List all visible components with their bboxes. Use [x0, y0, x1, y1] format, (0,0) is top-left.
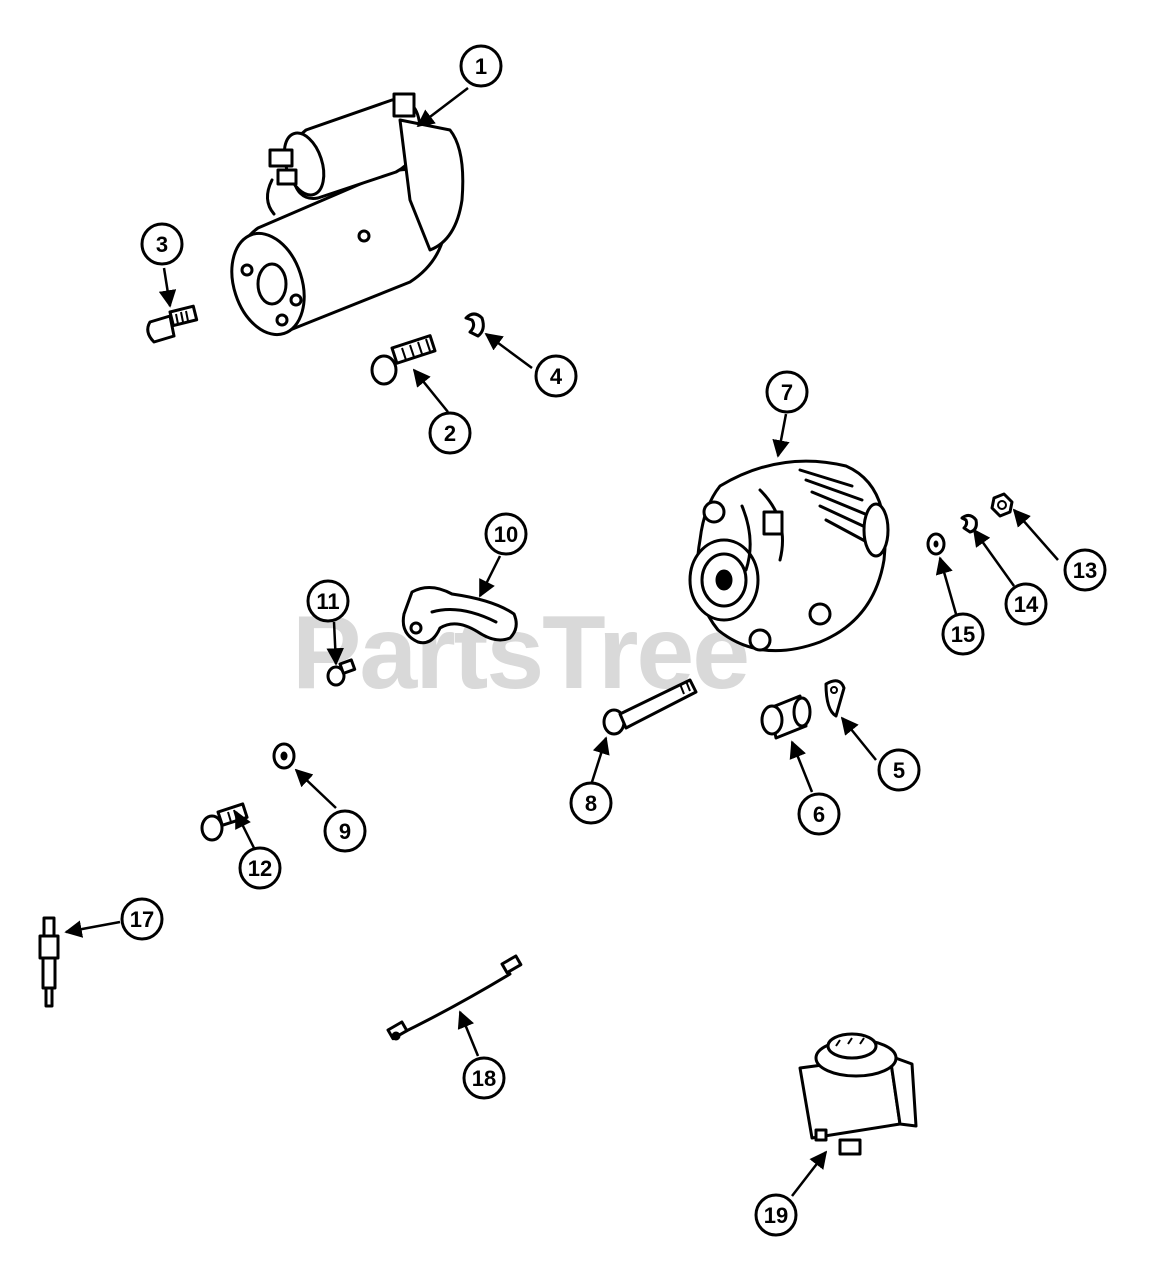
bolt-3[interactable]	[146, 304, 199, 344]
leader-lines	[64, 87, 1059, 1197]
callout-17-label: 17	[130, 907, 154, 932]
switch-19[interactable]	[798, 1032, 918, 1156]
callout-9[interactable]: 9	[323, 809, 367, 853]
bolt-2[interactable]	[370, 334, 437, 386]
callout-5[interactable]: 5	[877, 748, 921, 792]
callout-19[interactable]: 19	[754, 1193, 798, 1237]
callout-3-label: 3	[156, 232, 168, 257]
callout-7-label: 7	[781, 380, 793, 405]
nut-13[interactable]	[990, 492, 1014, 518]
callout-1-label: 1	[475, 54, 487, 79]
callout-11-label: 11	[316, 589, 339, 614]
callout-9-label: 9	[339, 819, 351, 844]
callout-15-label: 15	[951, 622, 975, 647]
bolt-11[interactable]	[326, 658, 357, 687]
callout-1[interactable]: 1	[459, 44, 503, 88]
callout-13[interactable]: 13	[1063, 548, 1107, 592]
callout-8[interactable]: 8	[569, 781, 613, 825]
callout-5-label: 5	[893, 758, 905, 783]
callout-14-label: 14	[1014, 592, 1039, 617]
callout-2-label: 2	[444, 421, 456, 446]
washer-15[interactable]	[926, 532, 946, 556]
lock-washer-4[interactable]	[464, 312, 485, 338]
callout-11[interactable]: 11	[306, 579, 350, 623]
callout-12[interactable]: 12	[238, 846, 282, 890]
callout-10[interactable]: 10	[484, 512, 528, 556]
callout-3[interactable]: 3	[140, 222, 184, 266]
callout-7[interactable]: 7	[765, 370, 809, 414]
shim-5[interactable]	[824, 679, 846, 718]
callout-4[interactable]: 4	[534, 354, 578, 398]
callout-6[interactable]: 6	[797, 792, 841, 836]
callout-13-label: 13	[1073, 558, 1097, 583]
callout-6-label: 6	[813, 802, 825, 827]
starter-motor[interactable]	[220, 92, 465, 344]
callout-15[interactable]: 15	[941, 612, 985, 656]
callout-4-label: 4	[550, 364, 563, 389]
washer-9[interactable]	[272, 742, 296, 770]
callout-12-label: 12	[248, 856, 272, 881]
callout-18[interactable]: 18	[462, 1056, 506, 1100]
callout-18-label: 18	[472, 1066, 496, 1091]
glow-plug-17[interactable]	[38, 916, 60, 1008]
adjusting-bracket-10[interactable]	[401, 586, 518, 645]
wire-18[interactable]	[386, 954, 523, 1041]
spacer-6[interactable]	[760, 694, 812, 740]
lock-washer-14[interactable]	[960, 513, 978, 534]
callout-2[interactable]: 2	[428, 411, 472, 455]
alternator[interactable]	[688, 459, 890, 653]
long-bolt-8[interactable]	[602, 678, 698, 736]
callout-14[interactable]: 14	[1004, 582, 1048, 626]
callout-8-label: 8	[585, 791, 597, 816]
callout-10-label: 10	[494, 522, 518, 547]
callout-19-label: 19	[764, 1203, 788, 1228]
callout-17[interactable]: 17	[120, 897, 164, 941]
bolt-12[interactable]	[200, 802, 249, 842]
